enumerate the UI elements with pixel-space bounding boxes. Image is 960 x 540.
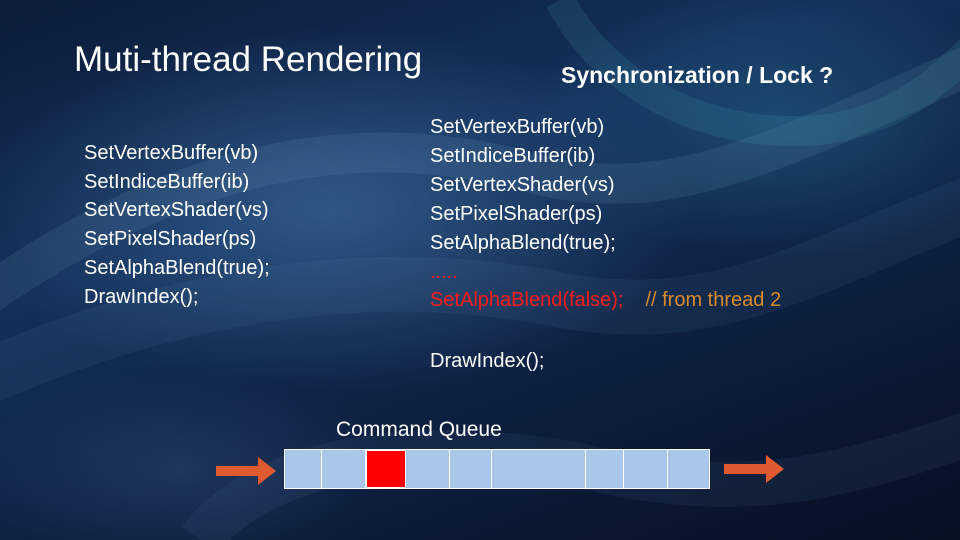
slide-subtitle: Synchronization / Lock ? xyxy=(561,62,834,88)
thread2-draw-call: DrawIndex(); xyxy=(430,350,545,372)
injected-comment: // from thread 2 xyxy=(645,289,782,312)
code-line: SetAlphaBlend(true); xyxy=(84,256,270,279)
arrow-right-icon xyxy=(216,457,276,485)
arrow-right-icon xyxy=(724,455,784,483)
code-line: SetPixelShader(ps) xyxy=(84,228,257,251)
code-line: DrawIndex(); xyxy=(84,285,199,308)
code-line: SetVertexShader(vs) xyxy=(430,173,615,196)
code-line: SetVertexShader(vs) xyxy=(84,199,269,222)
injected-code-line: SetAlphaBlend(false); // from thread 2 xyxy=(430,286,781,315)
queue-cell xyxy=(406,450,450,488)
slide-title: Muti-thread Rendering xyxy=(74,40,423,79)
queue-cell xyxy=(450,450,492,488)
queue-cell xyxy=(586,450,624,488)
code-line: SetVertexBuffer(vb) xyxy=(430,116,605,138)
code-line: SetPixelShader(ps) xyxy=(430,202,603,225)
injected-call: SetAlphaBlend(false); xyxy=(430,289,624,312)
thread1-code-block: SetVertexBuffer(vb) SetIndiceBuffer(ib) … xyxy=(84,139,270,311)
queue-cell xyxy=(624,450,668,488)
queue-cell-active xyxy=(366,450,406,488)
code-ellipsis: ..... xyxy=(430,260,458,283)
thread2-code-block: SetVertexBuffer(vb) SetIndiceBuffer(ib) … xyxy=(430,113,781,315)
queue-cell xyxy=(668,450,709,488)
code-line: SetVertexBuffer(vb) xyxy=(84,142,259,164)
queue-cell xyxy=(285,450,322,488)
command-queue xyxy=(284,449,710,489)
code-line: SetAlphaBlend(true); xyxy=(430,231,616,254)
code-line: SetIndiceBuffer(ib) xyxy=(430,144,596,167)
queue-cell xyxy=(492,450,586,488)
code-line: SetIndiceBuffer(ib) xyxy=(84,170,250,193)
command-queue-label: Command Queue xyxy=(336,418,502,441)
queue-cell xyxy=(322,450,366,488)
